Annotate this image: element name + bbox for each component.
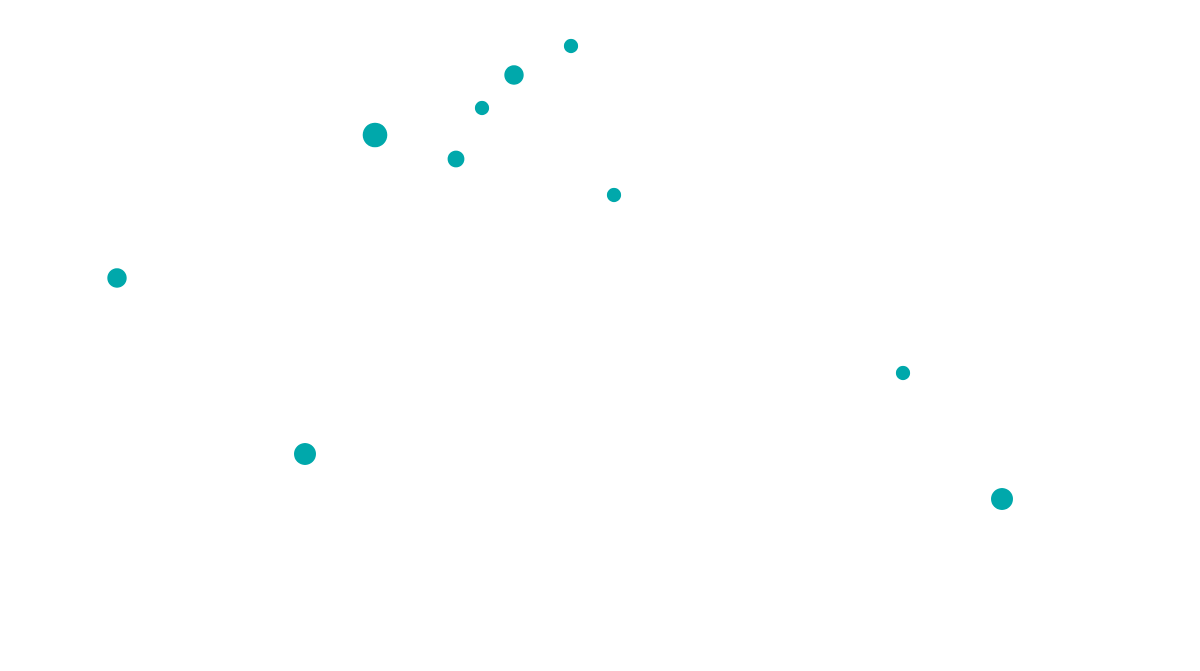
data-point [563,38,579,54]
data-point [447,150,465,168]
scatter-points [107,38,1013,510]
data-point [294,443,316,465]
data-point [362,122,388,148]
data-point [474,100,490,116]
data-point [107,268,127,288]
data-point [606,187,622,203]
data-point [991,488,1013,510]
data-point [504,65,524,85]
data-point [895,365,911,381]
